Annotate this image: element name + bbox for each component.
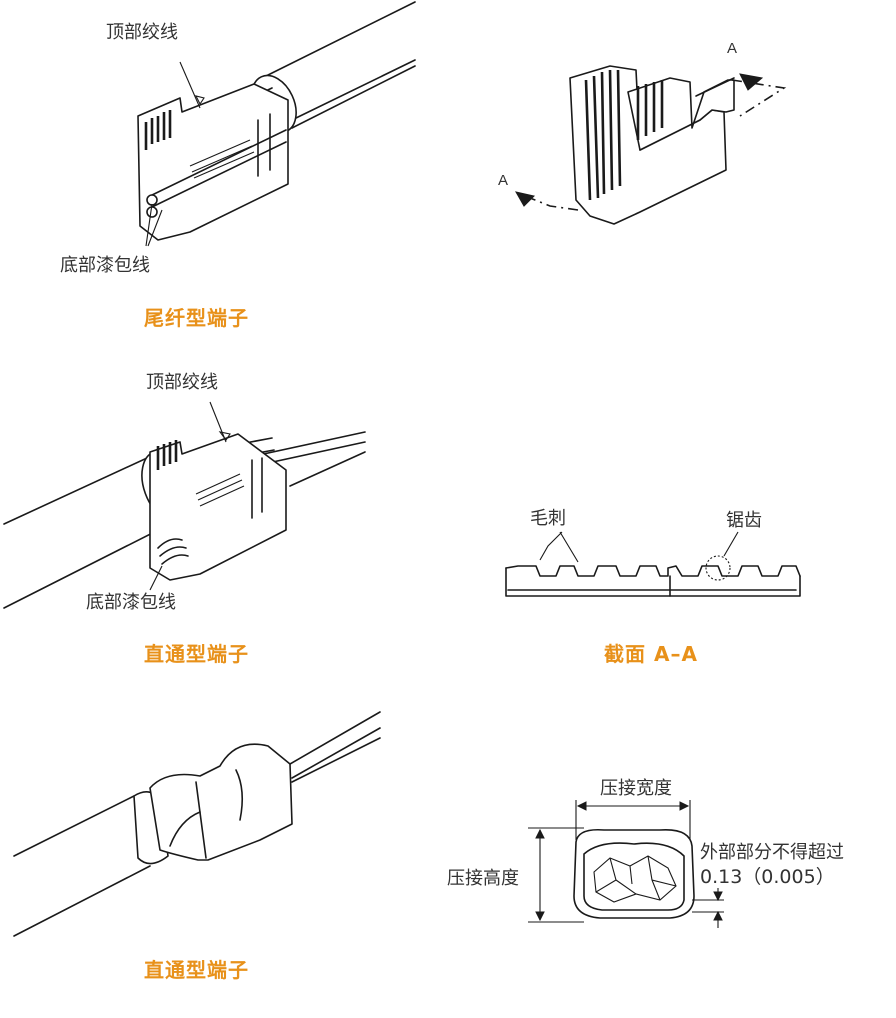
- section-marker-a-top: A: [727, 40, 738, 57]
- bottom-enamel-wire-label: 底部漆包线: [60, 255, 150, 276]
- pigtail-terminal-caption: 尾纤型端子: [144, 306, 249, 330]
- section-a-a-caption: 截面 A–A: [604, 642, 698, 666]
- terminal-section-drawing: [515, 65, 787, 225]
- crimped-terminal-caption: 直通型端子: [144, 958, 249, 982]
- bottom-enamel-wire-label-2: 底部漆包线: [86, 592, 176, 613]
- straight-terminal-caption: 直通型端子: [144, 642, 249, 666]
- crimp-cross-section-drawing: [528, 800, 724, 928]
- section-marker-a-bottom: A: [498, 172, 509, 189]
- burr-label: 毛刺: [530, 508, 566, 529]
- pigtail-terminal-drawing: [137, 1, 416, 247]
- exterior-limit-value: 0.13（0.005）: [700, 866, 835, 888]
- top-strand-label: 顶部绞线: [106, 22, 178, 43]
- top-strand-label-2: 顶部绞线: [146, 372, 218, 393]
- crimped-terminal-drawing: [13, 711, 381, 937]
- crimp-width-label: 压接宽度: [600, 778, 672, 799]
- straight-terminal-drawing: [3, 401, 366, 609]
- serration-section-drawing: [505, 531, 801, 597]
- serration-label: 锯齿: [726, 510, 762, 531]
- crimp-height-label: 压接高度: [447, 868, 519, 889]
- exterior-limit-note: 外部部分不得超过: [700, 842, 844, 863]
